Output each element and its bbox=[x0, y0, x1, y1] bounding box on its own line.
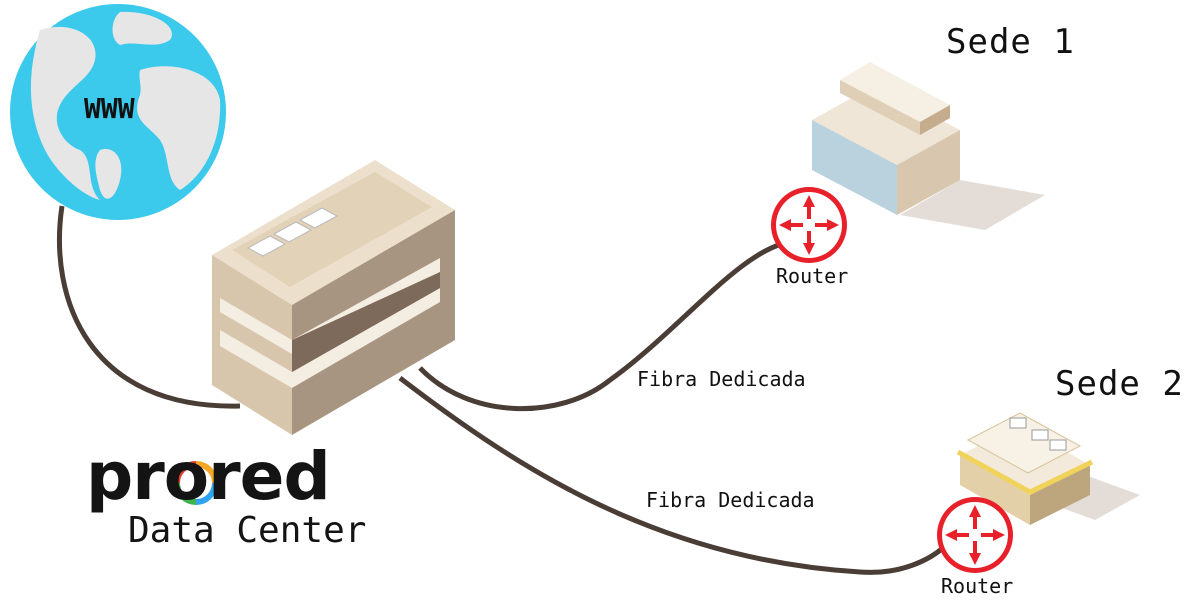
sede1-router-label: Router bbox=[776, 264, 849, 288]
globe-label: WWW bbox=[84, 92, 135, 125]
link-label-sede2: Fibra Dedicada bbox=[646, 488, 815, 512]
sede2-building bbox=[956, 412, 1140, 525]
brand-logo-ring bbox=[174, 461, 218, 505]
router-icon bbox=[937, 497, 1013, 573]
sede1-building bbox=[812, 62, 1045, 230]
datacenter-building bbox=[212, 160, 455, 435]
router-icon bbox=[771, 187, 847, 263]
globe-icon bbox=[10, 4, 226, 220]
sede2-title: Sede 2 bbox=[1055, 364, 1184, 404]
brand-name: prored bbox=[86, 438, 331, 515]
brand-subtitle: Data Center bbox=[128, 510, 367, 551]
link-label-sede1: Fibra Dedicada bbox=[637, 367, 806, 391]
sede2-router-label: Router bbox=[941, 574, 1014, 598]
cable-datacenter-sede1 bbox=[418, 239, 791, 412]
cable-globe-datacenter bbox=[57, 205, 241, 409]
cable-datacenter-sede2 bbox=[398, 376, 947, 575]
sede1-title: Sede 1 bbox=[946, 22, 1075, 62]
hvac-units bbox=[246, 207, 339, 257]
